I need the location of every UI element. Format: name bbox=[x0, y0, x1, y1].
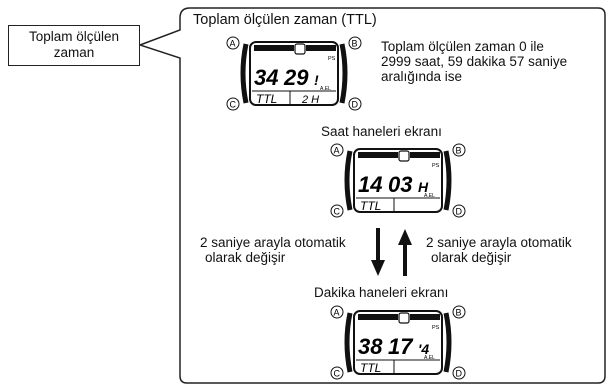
main-digits-right: 29 bbox=[283, 65, 309, 90]
svg-text:B: B bbox=[352, 39, 358, 49]
bottom-right-text: 2 H bbox=[301, 94, 319, 106]
main-digits-left: 14 bbox=[358, 172, 382, 197]
button-d bbox=[348, 97, 362, 111]
svg-text:C: C bbox=[230, 100, 237, 110]
main-digits-right: 03 bbox=[388, 172, 412, 197]
button-b bbox=[452, 305, 466, 319]
svg-text:B: B bbox=[456, 146, 462, 156]
minute-screen-title: Dakika haneleri ekranı bbox=[314, 285, 449, 300]
side-callout-box: Toplam ölçülen zaman bbox=[8, 25, 140, 66]
segment-bar-right bbox=[306, 45, 336, 51]
ael-tag: A.EL bbox=[424, 193, 435, 199]
ael-tag: A.EL bbox=[424, 355, 435, 361]
svg-text:D: D bbox=[456, 207, 463, 217]
svg-text:D: D bbox=[352, 100, 359, 110]
svg-text:A: A bbox=[334, 308, 340, 318]
button-c bbox=[226, 97, 240, 111]
side-callout-line1: Toplam ölçülen bbox=[28, 29, 120, 44]
segment-bar-left bbox=[254, 45, 294, 51]
right-caption-line2: olarak değişir bbox=[431, 250, 512, 265]
bottom-left-text: TTL bbox=[256, 92, 277, 106]
bottom-left-text: TTL bbox=[360, 361, 381, 375]
ps-label: PS bbox=[328, 56, 336, 62]
watch-face: PS 38 17 '4 A.EL TTL A B C D bbox=[330, 305, 466, 380]
svg-text:C: C bbox=[334, 207, 341, 217]
segment-bar-right bbox=[410, 152, 440, 158]
hour-screen-title: Saat haneleri ekranı bbox=[321, 124, 442, 139]
segment-bar-left bbox=[358, 314, 398, 320]
mode-icon bbox=[294, 43, 306, 55]
left-caption-line2: olarak değişir bbox=[205, 250, 286, 265]
main-suffix: H bbox=[418, 179, 429, 195]
panel-title: Toplam ölçülen zaman (TTL) bbox=[193, 12, 377, 28]
main-digits-left: 34 bbox=[254, 65, 278, 90]
mode-icon bbox=[398, 312, 410, 324]
ps-label: PS bbox=[432, 163, 440, 169]
main-suffix: '4 bbox=[418, 341, 429, 357]
left-caption-line1: 2 saniye arayla otomatik bbox=[200, 235, 346, 250]
range-note-line3: aralığında ise bbox=[381, 69, 463, 84]
segment-bar-right bbox=[410, 314, 440, 320]
right-caption-line1: 2 saniye arayla otomatik bbox=[426, 235, 572, 250]
svg-text:A: A bbox=[230, 39, 236, 49]
watch-face: PS 34 29 ! A.EL TTL 2 H A B C D bbox=[226, 36, 362, 111]
ps-label: PS bbox=[432, 325, 440, 331]
range-note-line1: Toplam ölçülen zaman 0 ile bbox=[381, 39, 544, 54]
arrow-up-icon bbox=[398, 229, 412, 276]
bottom-left-text: TTL bbox=[360, 199, 381, 213]
main-digits-right: 17 bbox=[388, 334, 414, 359]
button-d bbox=[452, 366, 466, 380]
ael-tag: A.EL bbox=[320, 86, 331, 92]
arrow-down-icon bbox=[371, 228, 385, 276]
watch-display-hours: PS 14 03 H A.EL TTL A B C D bbox=[328, 143, 468, 218]
main-suffix: ! bbox=[314, 72, 319, 88]
svg-text:B: B bbox=[456, 308, 462, 318]
button-b bbox=[348, 36, 362, 50]
button-a bbox=[226, 36, 240, 50]
button-d bbox=[452, 204, 466, 218]
button-c bbox=[330, 204, 344, 218]
watch-display-minutes: PS 38 17 '4 A.EL TTL A B C D bbox=[328, 305, 468, 380]
watch-display-ttl: PS 34 29 ! A.EL TTL 2 H A B C D bbox=[224, 36, 364, 111]
button-a bbox=[330, 305, 344, 319]
button-c bbox=[330, 366, 344, 380]
range-note-line2: 2999 saat, 59 dakika 57 saniye bbox=[381, 54, 568, 69]
main-digits-left: 38 bbox=[358, 334, 383, 359]
button-b bbox=[452, 143, 466, 157]
svg-text:D: D bbox=[456, 369, 463, 379]
watch-face: PS 14 03 H A.EL TTL A B C D bbox=[330, 143, 466, 218]
svg-text:C: C bbox=[334, 369, 341, 379]
mode-icon bbox=[398, 150, 410, 162]
segment-bar-left bbox=[358, 152, 398, 158]
svg-text:A: A bbox=[334, 146, 340, 156]
side-callout-line2: zaman bbox=[53, 45, 95, 60]
button-a bbox=[330, 143, 344, 157]
